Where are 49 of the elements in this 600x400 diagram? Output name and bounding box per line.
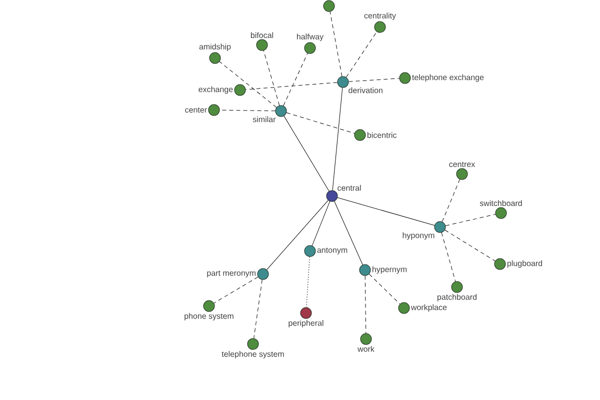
node-label: hyponym	[402, 232, 434, 240]
node-label: workplace	[410, 304, 447, 312]
node-label: halfway	[297, 34, 324, 42]
connector	[444, 230, 496, 262]
connector	[306, 256, 310, 308]
node-label: telephone system	[222, 350, 284, 358]
node-label: hypernym	[372, 266, 407, 274]
node-label: telephone exchange	[412, 74, 484, 82]
connector	[263, 50, 280, 106]
connector	[442, 179, 460, 222]
node-label: derivation	[348, 87, 382, 94]
node-label: switchboard	[480, 200, 522, 206]
connector	[283, 52, 308, 106]
node-circle	[323, 0, 335, 12]
connector	[445, 214, 496, 226]
connector	[348, 78, 400, 82]
connector	[254, 279, 262, 339]
node-label: central	[338, 184, 361, 191]
node-label: similar	[252, 116, 276, 122]
connector	[214, 276, 258, 304]
connector	[332, 87, 343, 191]
connector	[220, 110, 276, 112]
connector	[330, 11, 342, 77]
connector	[334, 201, 363, 265]
node-label: exchange	[198, 86, 233, 94]
node-label: part meronym	[207, 270, 256, 278]
connector	[219, 61, 277, 108]
node-label: center	[185, 107, 207, 113]
connector	[368, 274, 400, 304]
node-label: antonym	[317, 248, 348, 254]
node-label: centrex	[449, 162, 476, 168]
connector	[364, 276, 366, 334]
node-label: amidship	[199, 44, 231, 52]
connector	[266, 200, 328, 270]
connector	[284, 116, 330, 192]
node-label: peripheral	[288, 320, 324, 328]
connector	[441, 232, 456, 282]
node-label: phone system	[184, 312, 234, 320]
connector	[286, 112, 355, 134]
node-label: plugboard	[507, 260, 542, 268]
connector	[245, 82, 338, 90]
node-label: bicentric	[367, 132, 397, 138]
connector	[346, 32, 378, 78]
node-label: bifocal	[250, 32, 274, 38]
node-label: centrality	[364, 12, 396, 20]
connector	[312, 201, 330, 246]
node-label: work	[358, 346, 374, 352]
connector	[337, 197, 435, 226]
node-label: patchboard	[438, 294, 476, 302]
